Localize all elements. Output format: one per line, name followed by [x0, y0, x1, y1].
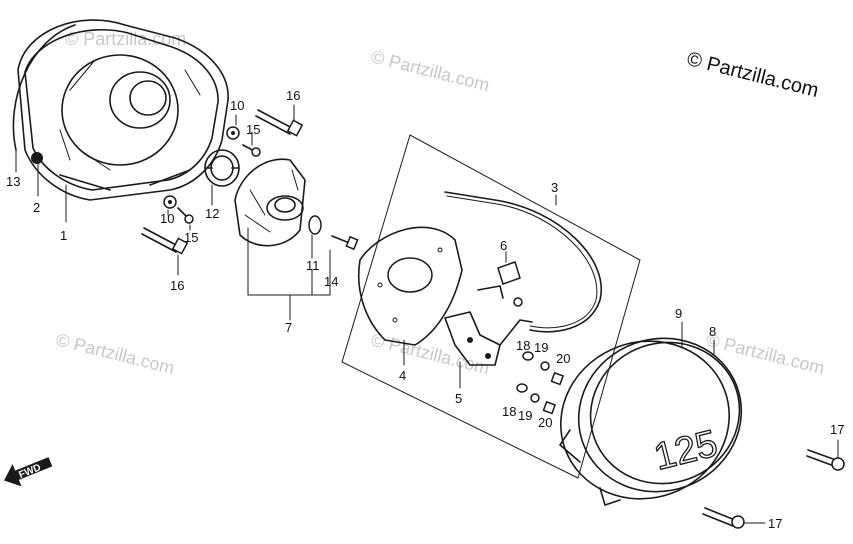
callout-14: 14	[324, 274, 338, 289]
callout-16-top: 16	[286, 88, 300, 103]
washer-10-lower	[163, 195, 177, 209]
callout-16-lower: 16	[170, 278, 184, 293]
callout-5: 5	[455, 391, 462, 406]
washer-11	[308, 215, 322, 235]
watermark-5: © Partzilla.com	[704, 329, 827, 378]
left-crankcase-housing	[17, 19, 229, 201]
condenser	[477, 261, 523, 307]
callout-8: 8	[709, 324, 716, 339]
callout-2: 2	[33, 200, 40, 215]
breaker-base-assembly	[234, 158, 306, 247]
screw-15-top	[242, 144, 261, 157]
callout-19-lower: 19	[518, 408, 532, 423]
fwd-arrow: FWD	[4, 457, 53, 487]
callout-20-lower: 20	[538, 415, 552, 430]
gasket-ring	[12, 24, 76, 151]
screw-17-bottom	[702, 507, 745, 529]
callout-7: 7	[285, 320, 292, 335]
bolt-14	[331, 235, 359, 251]
breaker-plate	[357, 226, 463, 346]
callout-18-top: 18	[516, 338, 530, 353]
callout-13: 13	[6, 174, 20, 189]
callout-10-top: 10	[230, 98, 244, 113]
watermark-3: © Partzilla.com	[54, 329, 177, 378]
callout-1: 1	[60, 228, 67, 243]
screw-17-right	[806, 449, 845, 471]
callout-17-bottom: 17	[768, 516, 782, 531]
watermark-1: © Partzilla.com	[65, 29, 186, 49]
cover-marking: 125	[650, 423, 722, 479]
callout-17-right: 17	[830, 422, 844, 437]
contact-breaker-points	[444, 311, 533, 366]
oil-seal	[204, 149, 240, 187]
lead-wire	[444, 191, 603, 333]
callout-9: 9	[675, 306, 682, 321]
fwd-arrow-icon	[4, 457, 53, 487]
callout-10-lower: 10	[160, 211, 174, 226]
callout-19-top: 19	[534, 340, 548, 355]
small-hardware	[516, 351, 565, 415]
screw-15-lower	[177, 207, 194, 224]
callout-15-top: 15	[246, 122, 260, 137]
callout-4: 4	[399, 368, 406, 383]
callout-18-lower: 18	[502, 404, 516, 419]
group-7-bracket	[247, 227, 331, 321]
leader-lines	[15, 104, 839, 524]
washer-10-top	[226, 126, 240, 140]
bolt-16-top	[255, 109, 304, 137]
watermark-4: © Partzilla.com	[369, 329, 492, 378]
watermark-2: © Partzilla.com	[369, 46, 492, 95]
callout-15-lower: 15	[184, 230, 198, 245]
bolt-16-lower	[141, 227, 189, 255]
callout-11: 11	[306, 258, 320, 273]
callout-3: 3	[551, 180, 558, 195]
fwd-label: FWD	[17, 462, 42, 481]
callout-20-top: 20	[556, 351, 570, 366]
kit-boundary	[341, 134, 641, 479]
callout-6: 6	[500, 238, 507, 253]
callout-12: 12	[205, 206, 219, 221]
callout-labels: 1 2 3 4 5 6 7 8 9 10 10 11 12 13 14 15 1…	[6, 88, 844, 531]
